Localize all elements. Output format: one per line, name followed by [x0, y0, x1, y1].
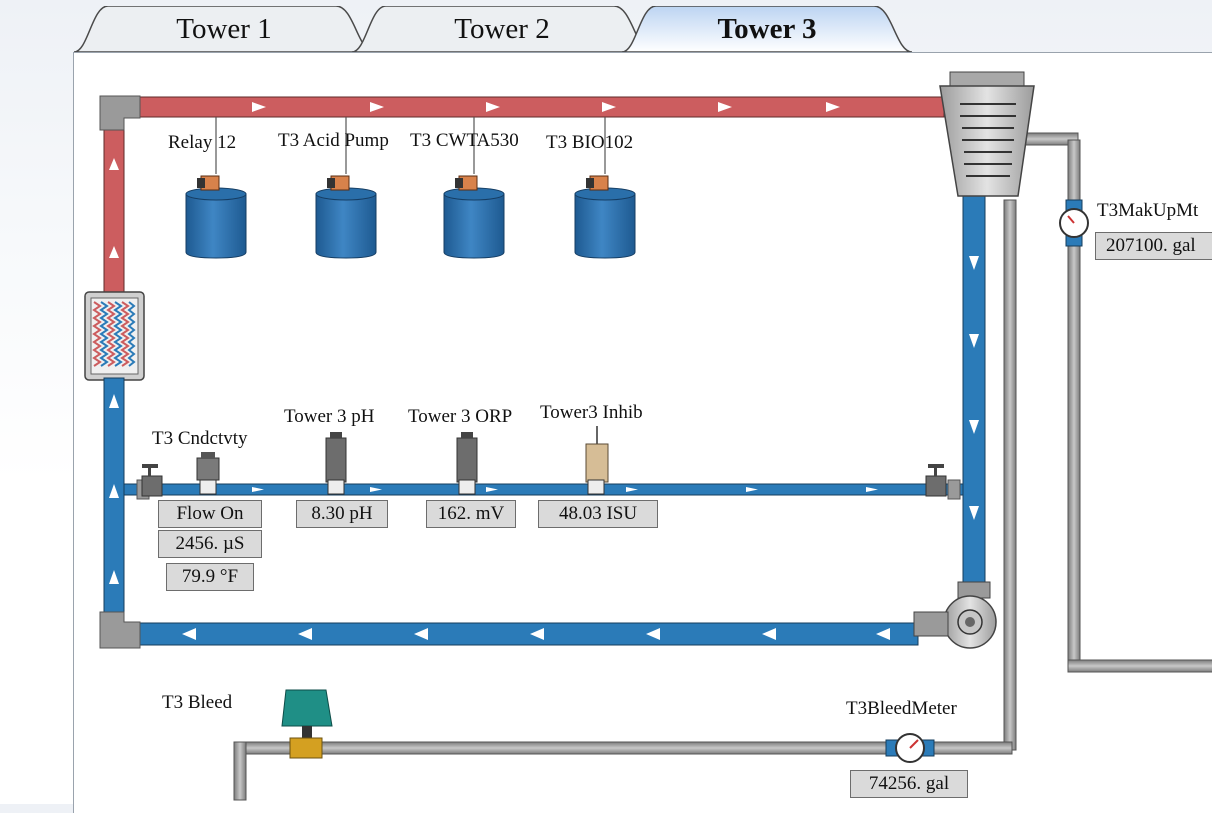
cooling-tower-icon: [939, 71, 1035, 197]
conductivity-label: T3 Cndctvty: [152, 428, 248, 449]
conductivity-flow-status: Flow On: [158, 500, 262, 528]
tab-shape: [622, 6, 912, 52]
cold-loop-pipe: [99, 195, 986, 649]
tab-tower-3[interactable]: Tower 3: [622, 6, 912, 52]
ph-value: 8.30 pH: [296, 500, 388, 528]
orp-label: Tower 3 ORP: [408, 406, 513, 427]
recirculation-pump-icon: [913, 581, 997, 649]
makeup-meter-label: T3MakUpMt: [1097, 200, 1199, 221]
pump-tank-acid[interactable]: [315, 175, 377, 259]
sample-outlet-valve-icon[interactable]: [925, 464, 947, 497]
bleed-meter-value: 74256. gal: [850, 770, 968, 798]
bleed-meter-label: T3BleedMeter: [846, 698, 957, 719]
tab-tower-1[interactable]: Tower 1: [74, 6, 374, 52]
conductivity-probe-icon: [196, 452, 220, 495]
pump-label-acid: T3 Acid Pump: [278, 130, 389, 151]
ph-probe-icon: [325, 432, 347, 495]
inhibitor-probe-icon: [585, 426, 609, 495]
pump-tank-cwta530[interactable]: [443, 175, 505, 259]
hot-supply-pipe: [99, 95, 945, 299]
pump-label-cwta530: T3 CWTA530: [410, 130, 519, 151]
bleed-line: [233, 199, 1017, 801]
heat-exchanger: [84, 291, 145, 381]
tower-panel: [73, 52, 1212, 813]
inhibitor-value: 48.03 ISU: [538, 500, 658, 528]
orp-probe-icon: [456, 432, 478, 495]
pump-tank-relay-12[interactable]: [185, 175, 247, 259]
inhibitor-label: Tower3 Inhib: [540, 402, 643, 423]
tab-label: Tower 3: [717, 12, 817, 45]
tab-label: Tower 2: [454, 12, 550, 45]
makeup-line: [1019, 132, 1212, 673]
makeup-meter-value: 207100. gal: [1095, 232, 1212, 260]
pump-label-bio102: T3 BIO102: [546, 132, 634, 153]
bleed-valve-icon[interactable]: [281, 689, 333, 759]
sample-inlet-valve-icon[interactable]: [141, 464, 163, 497]
sample-line: [123, 479, 964, 500]
pump-tank-bio102[interactable]: [574, 175, 636, 259]
makeup-meter-icon[interactable]: [1059, 199, 1089, 247]
tab-bar: Tower 1 Tower 2 Tower 3: [0, 0, 1212, 52]
bleed-label: T3 Bleed: [162, 692, 233, 713]
pump-label-relay-12: Relay 12: [168, 132, 237, 153]
temperature-value: 79.9 °F: [166, 563, 254, 591]
ph-label: Tower 3 pH: [284, 406, 375, 427]
orp-value: 162. mV: [426, 500, 516, 528]
tab-tower-2[interactable]: Tower 2: [352, 6, 652, 52]
conductivity-value: 2456. µS: [158, 530, 262, 558]
bleed-meter-icon[interactable]: [885, 733, 935, 763]
tab-label: Tower 1: [176, 12, 272, 45]
